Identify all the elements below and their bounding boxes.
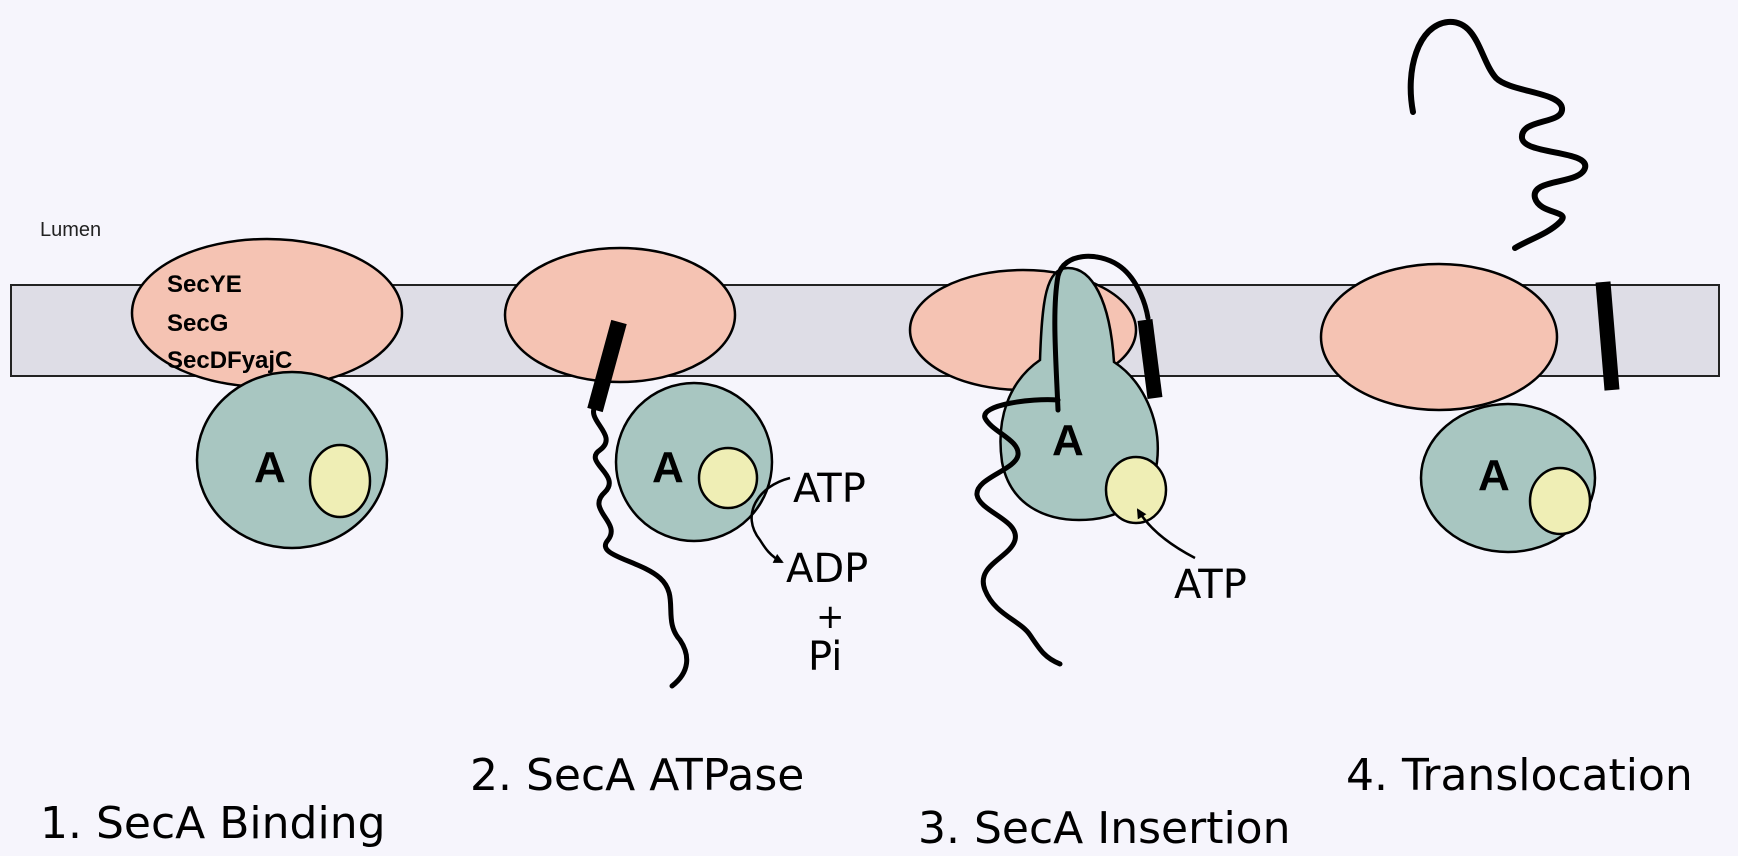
translocon-label-secdfyajc: SecDFyajC — [167, 347, 292, 374]
translocon-4 — [1321, 264, 1557, 410]
seca-letter-3: A — [1052, 416, 1084, 465]
signal-sequence-3 — [1145, 320, 1155, 398]
lumen-label: Lumen — [40, 219, 101, 241]
translocated-protein-4 — [1411, 22, 1586, 248]
seca-letter-1: A — [254, 443, 286, 492]
pi-label-2: Pi — [808, 634, 842, 680]
stage-4-caption: 4. Translocation — [1346, 750, 1693, 801]
atp-site-1 — [310, 445, 370, 517]
atp-site-2 — [699, 448, 757, 508]
stage-3-caption: 3. SecA Insertion — [918, 803, 1290, 854]
atp-label-3: ATP — [1174, 562, 1247, 608]
stage-1-caption: 1. SecA Binding — [40, 798, 386, 849]
plus-label-2: + — [816, 597, 845, 637]
seca-letter-2: A — [652, 443, 684, 492]
translocon-label-secye: SecYE — [167, 271, 242, 298]
seca-letter-4: A — [1478, 451, 1510, 500]
atp-site-4 — [1530, 468, 1590, 534]
atp-site-3 — [1106, 457, 1166, 523]
translocon-label-secg: SecG — [167, 310, 228, 337]
adp-label-2: ADP — [786, 546, 868, 592]
stage-2-caption: 2. SecA ATPase — [470, 750, 804, 801]
signal-sequence-4 — [1603, 282, 1612, 390]
atp-label-2: ATP — [793, 466, 866, 512]
translocon-2 — [505, 248, 735, 382]
stage-1-seca-binding: SecYE SecG SecDFyajC A — [132, 239, 402, 548]
